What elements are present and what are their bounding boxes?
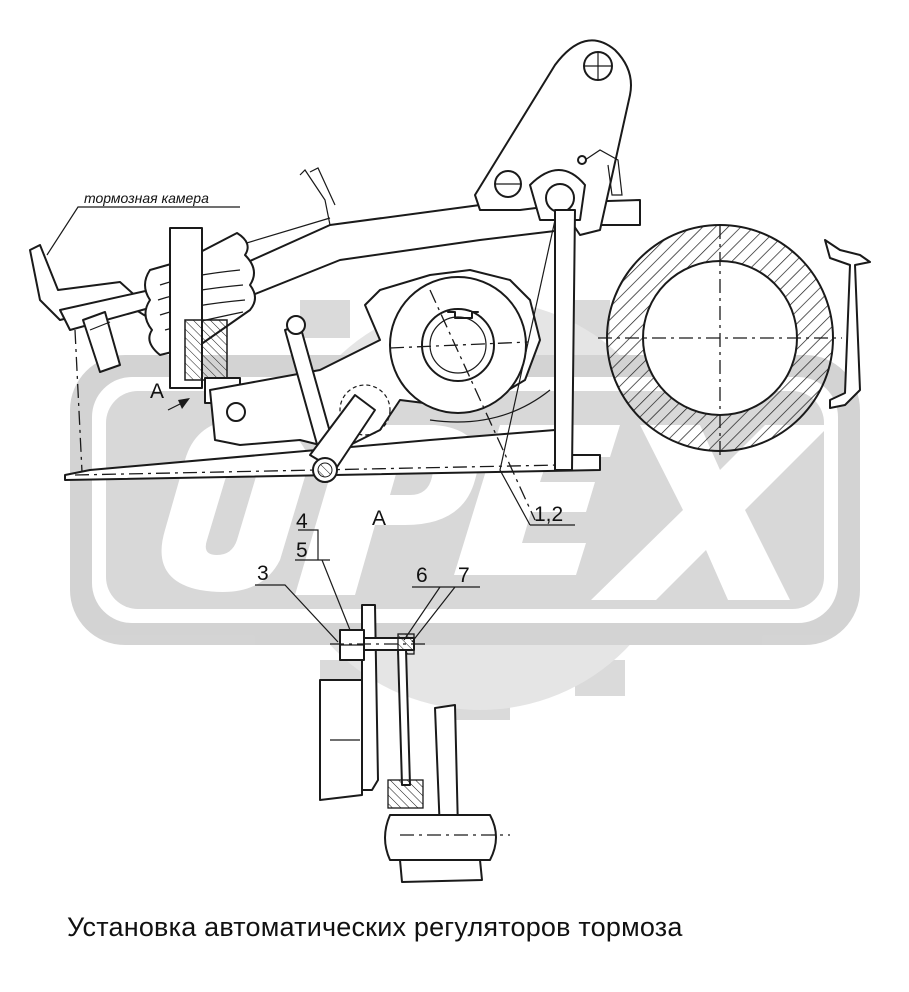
brake-chamber-label: тормозная камера	[84, 190, 209, 206]
control-rod	[284, 315, 376, 483]
figure-caption: Установка автоматических регуляторов тор…	[67, 912, 683, 942]
callout-3: 3	[257, 562, 269, 585]
slack-adjuster-housing	[209, 269, 551, 521]
view-arrow-label: А	[150, 380, 164, 403]
leader-lines	[46, 206, 575, 643]
camshaft-section	[598, 224, 871, 455]
upper-bracket	[474, 39, 632, 471]
brake-chamber	[144, 227, 256, 404]
view-arrow	[178, 398, 190, 409]
detail-view-a	[319, 604, 510, 883]
callout-4: 4	[296, 510, 308, 533]
callout-7: 7	[458, 564, 470, 587]
callout-1-2: 1,2	[534, 503, 563, 526]
callout-6: 6	[416, 564, 428, 587]
section-view-label: А	[372, 507, 386, 530]
callout-5: 5	[296, 539, 308, 562]
brake-assembly	[29, 39, 871, 521]
